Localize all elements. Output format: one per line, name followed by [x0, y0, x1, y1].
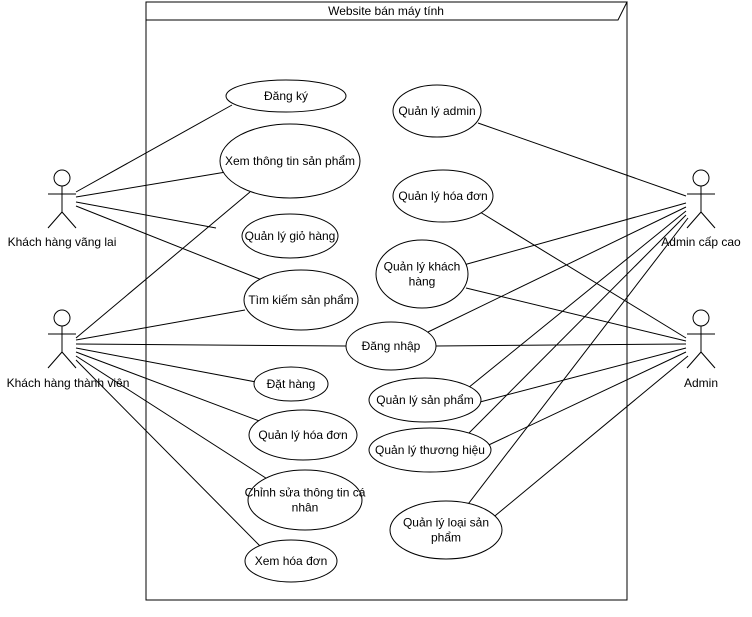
use-case-label: Tìm kiếm sản phẩm: [248, 293, 353, 307]
use-case-dang-ky[interactable]: Đăng ký: [225, 79, 347, 113]
use-case-dat-hang[interactable]: Đặt hàng: [253, 366, 329, 402]
assoc-super-ql-admin: [477, 122, 687, 197]
assoc-member-xem-hoa-don: [75, 359, 263, 549]
stick-figure-icon: [47, 169, 77, 229]
actor-admin-cap-cao[interactable]: Admin cấp cao: [661, 169, 741, 249]
use-case-label: Quản lý thương hiệu: [375, 443, 485, 457]
stick-figure-icon: [686, 309, 716, 369]
use-cases: Đăng ký Xem thông tin sản phẩm Quản lý g…: [219, 79, 503, 583]
use-case-label: Quản lý sản phẩm: [376, 393, 473, 407]
actor-label: Khách hàng thành viên: [7, 376, 130, 390]
assoc-super-ql-khach-hang: [459, 202, 687, 267]
use-case-label: Xem thông tin sản phẩm: [225, 154, 355, 168]
use-case-label-line: Đăng nhập: [362, 339, 421, 353]
system-title: Website bán máy tính: [328, 4, 444, 18]
assoc-admin-ql-hoa-don: [479, 211, 687, 339]
actor-label: Admin cấp cao: [661, 235, 741, 249]
use-case-label: Quản lý hóa đơn: [258, 428, 347, 442]
use-case-label-line: Quản lý khách: [384, 260, 461, 274]
use-case-label-line: Quản lý hóa đơn: [398, 189, 487, 203]
assoc-member-dang-nhap: [75, 343, 347, 347]
use-case-label-line: nhân: [292, 501, 319, 515]
use-case-label-line: hàng: [409, 275, 436, 289]
assoc-member-ql-hoa-don: [75, 351, 263, 423]
use-case-xem-hoa-don[interactable]: Xem hóa đơn: [244, 539, 338, 583]
actor-label: Admin: [684, 376, 718, 390]
use-case-label-line: Quản lý loại sản: [403, 516, 489, 530]
use-case-quan-ly-gio-hang[interactable]: Quản lý giỏ hàng: [241, 213, 339, 259]
use-case-label-line: Chỉnh sửa thông tin cá: [245, 486, 366, 500]
assoc-super-dang-nhap: [427, 206, 687, 333]
assoc-guest-tim-kiem: [75, 205, 263, 281]
use-case-quan-ly-san-pham[interactable]: Quản lý sản phẩm: [368, 377, 482, 423]
use-case-dang-nhap[interactable]: Đăng nhập: [345, 321, 437, 371]
use-case-label: Xem hóa đơn: [255, 554, 328, 568]
use-case-label: Quản lý hóa đơn: [398, 189, 487, 203]
use-case-quan-ly-admin[interactable]: Quản lý admin: [392, 84, 482, 138]
use-case-label-line: Quản lý thương hiệu: [375, 443, 485, 457]
actor-label: Khách hàng vãng lai: [8, 235, 117, 249]
assoc-super-ql-thuong-hieu: [465, 214, 687, 437]
assoc-guest-dang-ky: [75, 104, 233, 193]
use-case-label-line: Quản lý hóa đơn: [258, 428, 347, 442]
use-case-label-line: Quản lý admin: [398, 104, 475, 118]
use-case-label: Đặt hàng: [267, 377, 316, 391]
use-case-quan-ly-hoa-don-right[interactable]: Quản lý hóa đơn: [392, 169, 494, 223]
use-case-xem-thong-tin-san-pham[interactable]: Xem thông tin sản phẩm: [219, 123, 361, 199]
assoc-member-chinh-sua: [75, 355, 273, 483]
use-case-label-line: phẩm: [431, 531, 461, 545]
actor-khach-hang-thanh-vien[interactable]: Khách hàng thành viên: [7, 309, 130, 390]
use-case-label: Quản lý admin: [398, 104, 475, 118]
use-case-label-line: Xem thông tin sản phẩm: [225, 154, 355, 168]
use-case-label-line: Tìm kiếm sản phẩm: [248, 293, 353, 307]
actor-khach-hang-vang-lai[interactable]: Khách hàng vãng lai: [8, 169, 117, 249]
system-boundary: Website bán máy tính: [145, 1, 628, 601]
associations: [75, 104, 689, 549]
use-case-label: Đăng nhập: [362, 339, 421, 353]
use-case-quan-ly-hoa-don-left[interactable]: Quản lý hóa đơn: [248, 409, 358, 461]
assoc-guest-xem-sp: [75, 171, 227, 198]
assoc-admin-ql-thuong-hieu: [477, 351, 687, 451]
assoc-member-dat-hang: [75, 347, 257, 383]
use-case-label-line: Xem hóa đơn: [255, 554, 328, 568]
use-case-label: Đăng ký: [264, 89, 308, 103]
assoc-member-xem-sp: [75, 191, 251, 339]
assoc-super-ql-san-pham: [467, 210, 687, 389]
actor-admin[interactable]: Admin: [684, 309, 718, 390]
assoc-super-ql-loai-sp: [461, 217, 689, 513]
use-case-label-line: Quản lý giỏ hàng: [245, 229, 336, 243]
use-case-quan-ly-thuong-hieu[interactable]: Quản lý thương hiệu: [368, 427, 492, 473]
use-case-tim-kiem-san-pham[interactable]: Tìm kiếm sản phẩm: [243, 269, 359, 331]
use-case-label-line: Quản lý sản phẩm: [376, 393, 473, 407]
assoc-admin-ql-loai-sp: [489, 355, 689, 521]
use-case-label-line: Đặt hàng: [267, 377, 316, 391]
use-case-label-line: Đăng ký: [264, 89, 308, 103]
assoc-admin-dang-nhap: [435, 343, 687, 347]
assoc-admin-ql-san-pham: [479, 347, 687, 403]
assoc-admin-ql-khach-hang: [465, 287, 687, 342]
assoc-member-tim-kiem: [75, 309, 246, 341]
use-case-label: Quản lý giỏ hàng: [245, 229, 336, 243]
stick-figure-icon: [47, 309, 77, 369]
stick-figure-icon: [686, 169, 716, 229]
